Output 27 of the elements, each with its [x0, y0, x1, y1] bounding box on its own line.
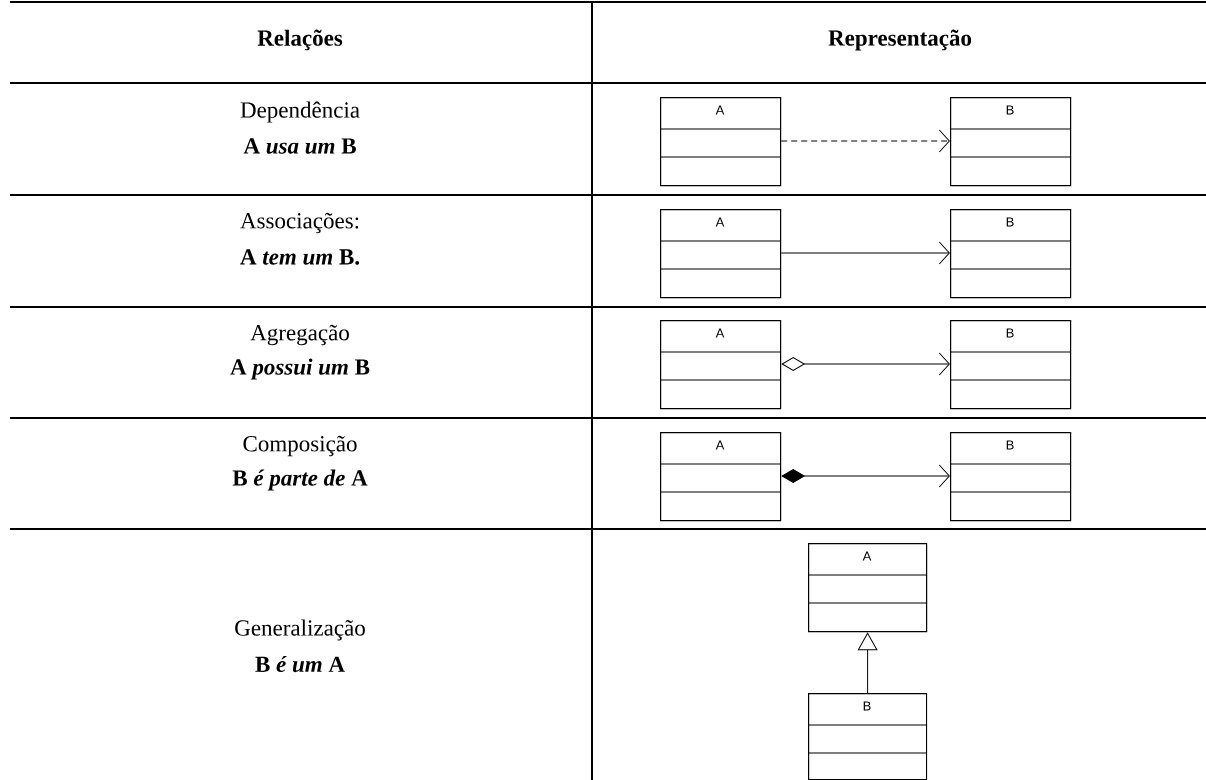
class-box: A	[659, 97, 782, 187]
relation-name: Agregação	[250, 324, 349, 346]
relationship-arrow	[780, 129, 950, 153]
relation-phrase: A tem um B.	[240, 249, 360, 265]
class-box: B	[949, 97, 1072, 187]
class-box: B	[807, 693, 928, 780]
class-box: A	[659, 209, 782, 299]
class-box: B	[949, 320, 1072, 410]
generalization-arrow	[857, 632, 878, 694]
column-header: Relações	[257, 29, 343, 51]
relation-phrase: B é um A	[255, 655, 345, 673]
relation-name: Dependência	[240, 101, 360, 123]
class-box: B	[949, 209, 1072, 299]
column-header: Representação	[828, 29, 972, 51]
class-box: A	[807, 543, 928, 633]
relation-name: Generalização	[235, 619, 365, 641]
relationship-arrow	[781, 464, 950, 488]
class-box: A	[659, 432, 782, 522]
relationship-arrow	[780, 241, 950, 265]
class-box: A	[659, 320, 782, 410]
relation-phrase: A usa um B	[243, 138, 356, 154]
relation-name: Associações:	[240, 212, 359, 234]
class-box: B	[949, 432, 1072, 522]
relation-phrase: A possui um B	[230, 358, 370, 380]
relation-phrase: B é parte de A	[232, 469, 368, 491]
relation-name: Composição	[243, 435, 357, 457]
relationship-arrow	[781, 352, 950, 376]
